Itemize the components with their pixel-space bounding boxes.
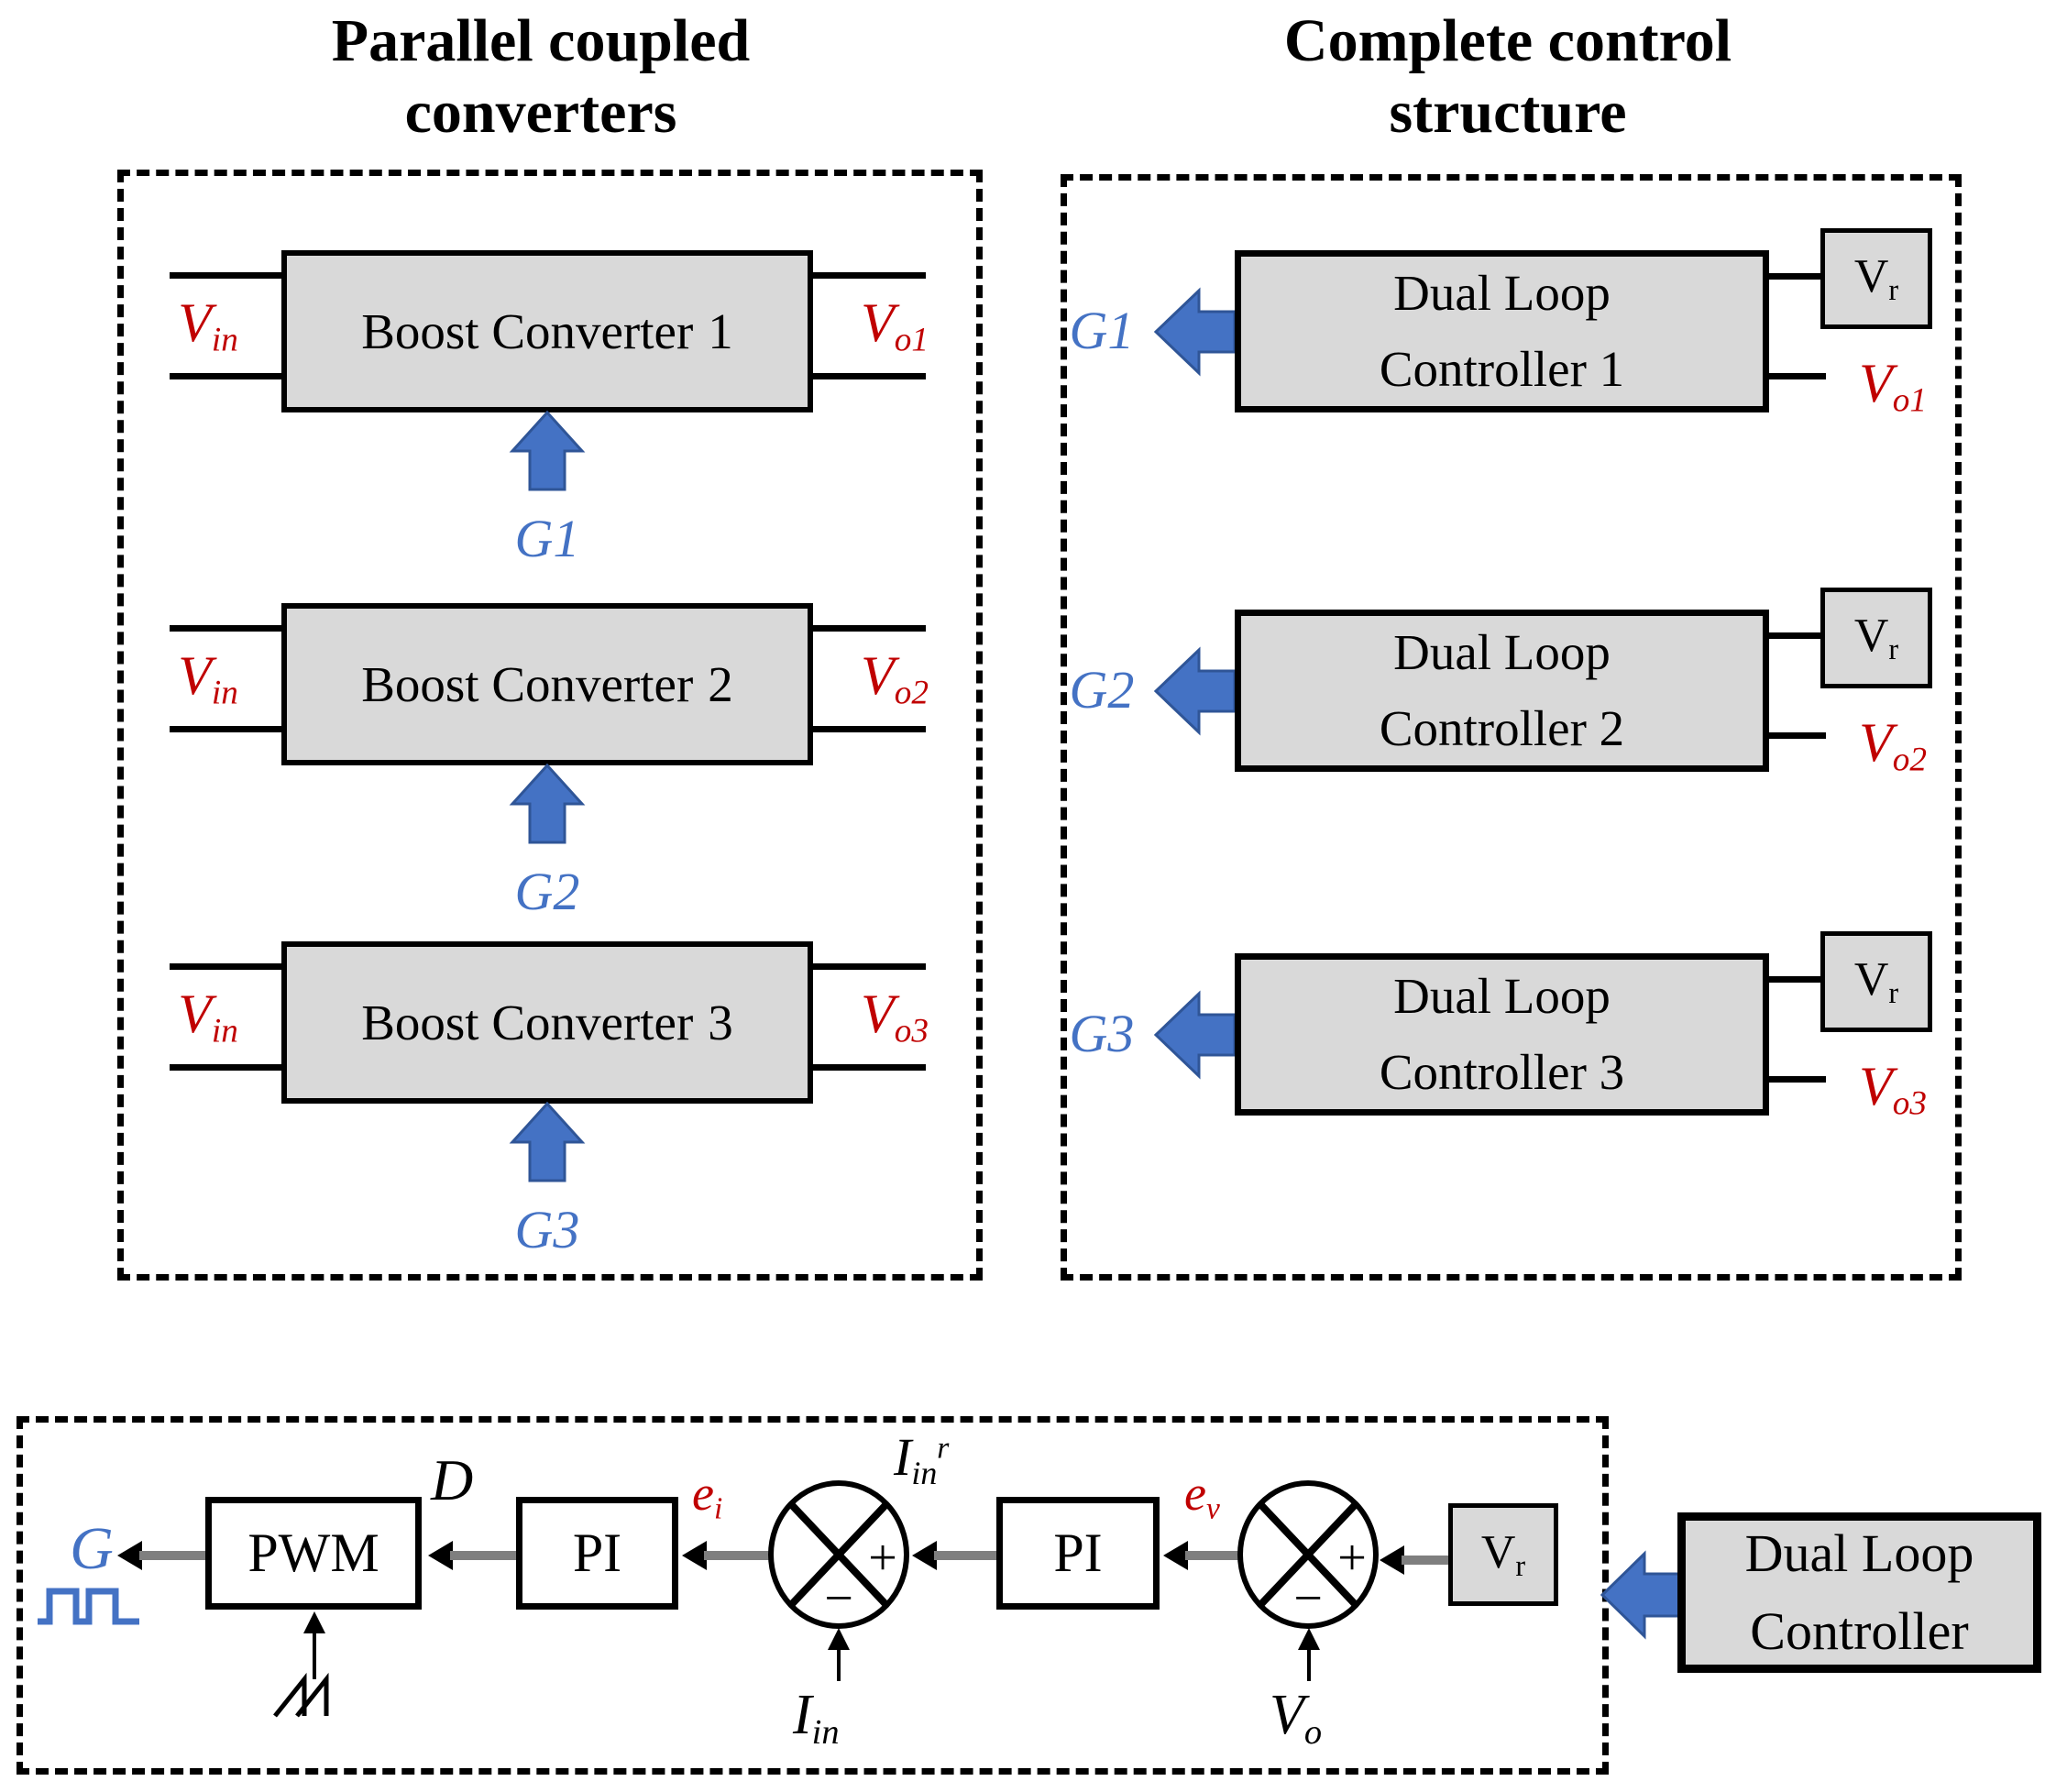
current-ref-label: Iinr — [894, 1427, 950, 1492]
dlc2-ref-box: Vr — [1820, 588, 1932, 688]
junction2-minus-sign: − — [1293, 1570, 1323, 1627]
voltage-error-label: ev — [1184, 1466, 1220, 1526]
left-panel-title: Parallel coupled converters — [165, 5, 917, 148]
pi1-to-pwm-arrowhead — [428, 1541, 453, 1570]
duty-cycle-label: D — [431, 1447, 474, 1512]
dlc2-gate-left-arrow — [1153, 646, 1237, 736]
dlc3-ref-connector — [1769, 976, 1820, 983]
bc3-gate-up-arrow — [509, 1101, 586, 1182]
bc2-output-label: Vo2 — [861, 644, 929, 712]
bc2-output-wire-bottom — [813, 726, 926, 732]
junction2-to-pi2-shaft — [1185, 1551, 1238, 1560]
right-panel-title: Complete control structure — [1146, 5, 1870, 148]
bc2-input-wire-top — [170, 625, 281, 632]
junction2-to-pi2-arrowhead — [1163, 1541, 1188, 1570]
pwm-to-g-shaft — [139, 1551, 207, 1560]
dlc1-gate-label: G1 — [1069, 300, 1135, 360]
pwm-box: PWM — [205, 1497, 422, 1610]
legend-left-arrow — [1600, 1550, 1681, 1640]
right-title-line1: Complete control — [1283, 7, 1732, 74]
bc3-input-label: Vin — [178, 983, 238, 1050]
dlc2-feedback-label: Vo2 — [1859, 711, 1927, 779]
junction1-to-pi1-shaft — [704, 1551, 769, 1560]
dlc3-gate-label: G3 — [1069, 1003, 1135, 1063]
iin-feedback-arrowhead — [828, 1628, 850, 1650]
dlc3-gate-left-arrow — [1153, 990, 1237, 1080]
dlc2-gate-label: G2 — [1069, 659, 1135, 720]
dlc1-gate-left-arrow — [1153, 287, 1237, 377]
right-title-line2: structure — [1389, 78, 1627, 146]
vo-feedback-arrowhead — [1298, 1628, 1320, 1650]
pi2-to-junction1-arrowhead — [912, 1541, 937, 1570]
bc3-gate-label: G3 — [514, 1199, 580, 1259]
bc2-gate-label: G2 — [514, 861, 580, 921]
control-structure-panel-border — [1061, 174, 1962, 1281]
iin-feedback-line — [837, 1648, 841, 1681]
voltage-pi-box: PI — [996, 1497, 1160, 1610]
bc1-gate-label: G1 — [514, 508, 580, 568]
sawtooth-icon — [273, 1672, 329, 1718]
carrier-arrow-line — [313, 1632, 316, 1679]
pwm-to-g-arrowhead — [117, 1541, 142, 1570]
bc2-gate-up-arrow — [509, 763, 586, 844]
dlc2-feedback-connector — [1769, 732, 1826, 739]
bc1-input-wire-top — [170, 272, 281, 279]
voltage-summing-junction: + − — [1237, 1480, 1379, 1629]
bc2-input-label: Vin — [178, 644, 238, 712]
gate-output-label: G — [70, 1515, 114, 1582]
bc1-gate-up-arrow — [509, 410, 586, 491]
current-summing-junction: + − — [768, 1480, 909, 1629]
dlc2-ref-connector — [1769, 632, 1820, 639]
dlc1-ref-connector — [1769, 273, 1820, 280]
dlc3-feedback-connector — [1769, 1076, 1826, 1083]
voltage-feedback-label: Vo — [1270, 1684, 1323, 1752]
bc3-input-wire-bottom — [170, 1064, 281, 1071]
dlc3-feedback-label: Vo3 — [1859, 1055, 1927, 1123]
dlc1-ref-box: Vr — [1820, 228, 1932, 329]
pi1-to-pwm-shaft — [450, 1551, 518, 1560]
junction1-plus-sign: + — [868, 1530, 897, 1587]
vr-to-junction2-arrowhead — [1380, 1545, 1404, 1575]
bc1-input-wire-bottom — [170, 373, 281, 379]
vo-feedback-line — [1307, 1648, 1311, 1681]
dlc1-feedback-label: Vo1 — [1859, 352, 1927, 420]
bc3-output-label: Vo3 — [861, 983, 929, 1050]
bc2-output-wire-top — [813, 625, 926, 632]
bc3-input-wire-top — [170, 963, 281, 970]
vr-to-junction2-shaft — [1402, 1556, 1450, 1565]
bc3-output-wire-top — [813, 963, 926, 970]
current-feedback-label: Iin — [793, 1684, 840, 1752]
loop-ref-box: Vr — [1448, 1503, 1558, 1606]
left-title-line2: converters — [404, 78, 677, 146]
junction1-to-pi1-arrowhead — [682, 1541, 707, 1570]
bc2-input-wire-bottom — [170, 726, 281, 732]
pi2-to-junction1-shaft — [934, 1551, 998, 1560]
junction1-minus-sign: − — [824, 1570, 853, 1627]
current-pi-box: PI — [516, 1497, 678, 1610]
dlc3-ref-box: Vr — [1820, 931, 1932, 1032]
carrier-arrowhead — [303, 1611, 325, 1633]
bc1-output-label: Vo1 — [861, 291, 929, 359]
bc1-output-wire-top — [813, 272, 926, 279]
dlc1-feedback-connector — [1769, 373, 1826, 379]
bc1-input-label: Vin — [178, 291, 238, 359]
current-error-label: ei — [692, 1466, 723, 1526]
square-wave-icon — [38, 1588, 139, 1625]
converters-panel-border — [117, 170, 983, 1281]
junction2-plus-sign: + — [1337, 1530, 1367, 1587]
bc3-output-wire-bottom — [813, 1064, 926, 1071]
left-title-line1: Parallel coupled — [331, 7, 751, 74]
bc1-output-wire-bottom — [813, 373, 926, 379]
